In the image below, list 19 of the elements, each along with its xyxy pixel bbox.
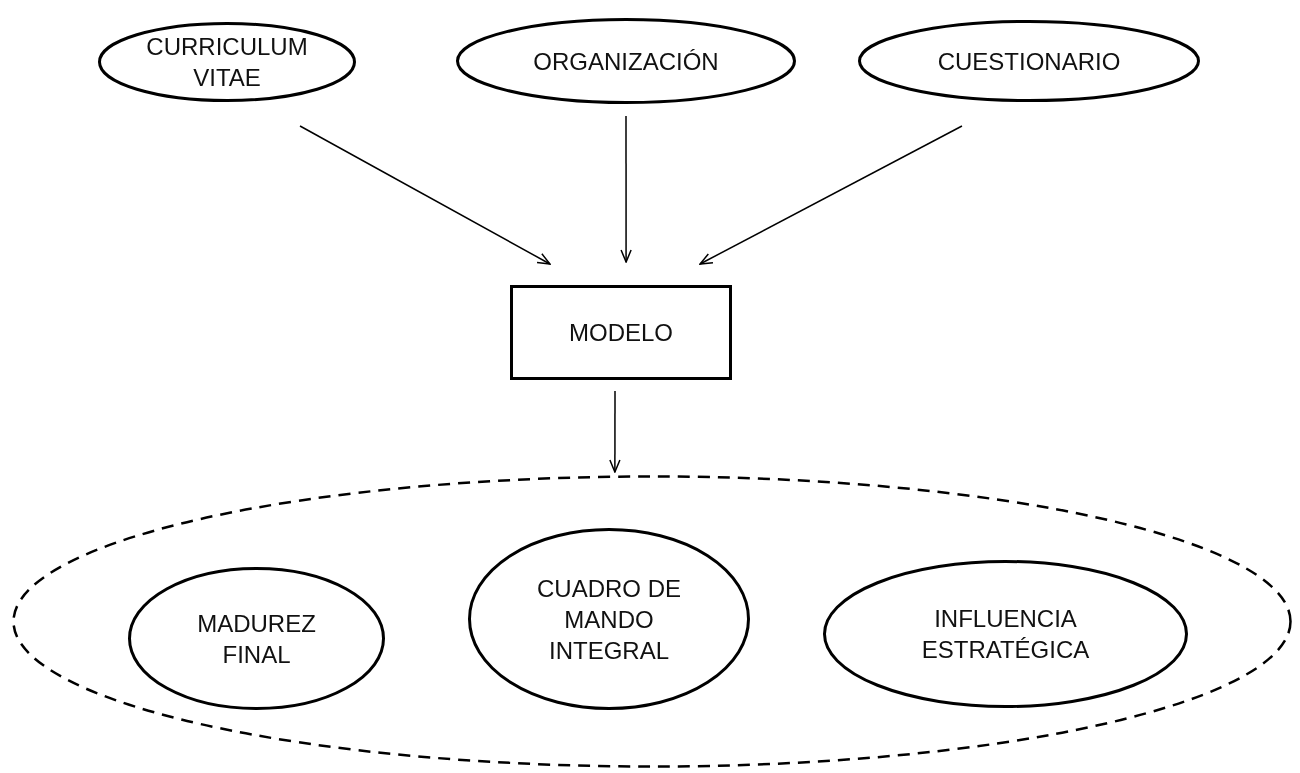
ellipse-node <box>823 560 1188 708</box>
node-label: INFLUENCIA ESTRATÉGICA <box>920 604 1091 665</box>
node-label: MODELO <box>569 318 673 348</box>
arrow <box>620 115 632 263</box>
node-label: MADUREZ FINAL <box>196 608 317 670</box>
arrow <box>609 390 621 473</box>
node-label: CUADRO DE MANDO INTEGRAL <box>536 573 682 666</box>
ellipse-node <box>468 528 750 710</box>
ellipse-node <box>128 567 385 710</box>
arrow <box>699 125 963 265</box>
node-label: ORGANIZACIÓN <box>533 46 719 77</box>
dashed-group-ellipse <box>12 475 1292 768</box>
ellipse-node <box>858 20 1200 102</box>
node-label: CURRICULUM VITAE <box>145 32 309 93</box>
process-box <box>510 285 732 380</box>
ellipse-node <box>98 22 356 102</box>
node-label: CUESTIONARIO <box>937 46 1121 77</box>
arrow <box>299 125 551 265</box>
ellipse-node <box>456 18 796 104</box>
